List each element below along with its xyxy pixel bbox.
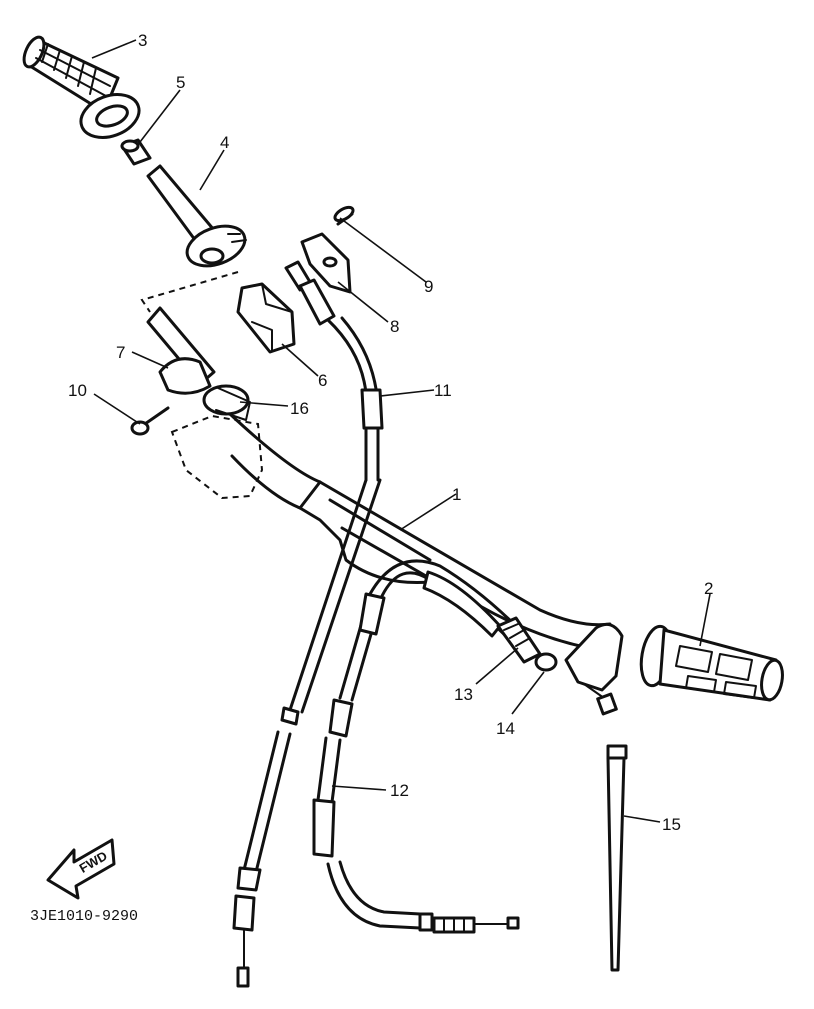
throttle-cap [236,282,296,354]
callout-6: 6 [318,371,327,390]
alignment-line [140,271,239,313]
callout-10: 10 [68,381,87,400]
phantom-housing [170,414,264,500]
throttle-housing [146,306,251,421]
callout-11: 11 [434,381,452,400]
callout-16: 16 [290,399,309,418]
callout-7: 7 [116,343,125,362]
forward-arrow-icon: FWD [46,838,116,900]
locknut-14 [534,652,558,672]
lever-holder [300,232,352,294]
right-grip [639,624,784,702]
handlebar [228,412,612,652]
left-grip [22,35,141,139]
cable-12 [312,559,522,934]
callout-8: 8 [390,317,399,336]
lever-perch [564,622,624,716]
callout-4: 4 [220,133,229,152]
screw-9 [333,205,355,226]
collar [120,138,152,166]
callout-1: 1 [452,485,461,504]
callout-13: 13 [454,685,473,704]
callout-12: 12 [390,781,409,800]
callout-14: 14 [496,719,515,738]
screw-10 [130,406,170,436]
cable-11-upper [284,260,384,482]
callout-5: 5 [176,73,185,92]
throttle-tube [146,164,247,268]
cable-tie [606,744,628,972]
drawing-code: 3JE1010-9290 [30,908,138,925]
callout-15: 15 [662,815,681,834]
callout-3: 3 [138,31,147,50]
leader-lines [91,39,711,823]
adjuster-13 [496,616,542,664]
callout-labels: 3 5 4 9 8 6 7 10 16 11 1 2 13 14 15 12 [68,31,713,834]
callout-9: 9 [424,277,433,296]
callout-2: 2 [704,579,713,598]
cable-11-lower [232,478,382,988]
